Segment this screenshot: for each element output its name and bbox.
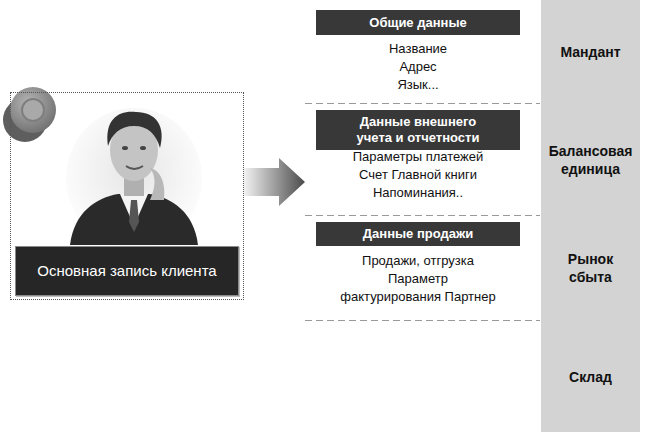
data-section: Общие данныеНазвание Адрес Язык... — [305, 0, 540, 103]
header-bar: Общие данные — [316, 10, 520, 35]
org-level-label: Мандант — [560, 43, 621, 61]
data-section: Данные продажиПродажи, отгрузка Параметр… — [305, 215, 540, 320]
photo-ground — [66, 108, 202, 248]
record-title: Основная запись клиента — [37, 262, 217, 280]
field-list: Продажи, отгрузка Параметр фактурировани… — [340, 252, 496, 306]
org-level-cell: Склад — [541, 321, 640, 432]
icon-center — [22, 99, 44, 121]
header-bar: Данные продажи — [316, 222, 520, 246]
field-list: Параметры платежей Счет Главной книги На… — [353, 148, 484, 202]
hair — [107, 112, 161, 148]
section-heading: Общие данные — [369, 15, 467, 31]
body-area: Название Адрес Язык... — [316, 40, 520, 94]
cell-area: Рынок сбыта — [541, 216, 640, 320]
dashed-line — [305, 215, 540, 216]
org-level-label: Склад — [569, 368, 612, 386]
icon-front-circle — [10, 87, 56, 133]
record-frame: Основная запись клиента — [10, 92, 244, 300]
eye — [140, 146, 146, 150]
block-arrow — [244, 158, 305, 206]
eye — [122, 146, 128, 150]
org-level-cell: Балансовая единица — [541, 104, 640, 215]
cell-area: Склад — [541, 321, 640, 432]
tie — [129, 200, 139, 232]
smile — [126, 166, 143, 169]
cell-area: Мандант — [541, 0, 640, 103]
body-area: Продажи, отгрузка Параметр фактурировани… — [316, 252, 520, 306]
section-heading: Данные продажи — [363, 226, 474, 242]
dashed-line — [305, 103, 540, 104]
customer-photo — [66, 108, 202, 248]
suit — [70, 194, 198, 245]
hand — [150, 168, 164, 200]
body-area: Параметры платежей Счет Главной книги На… — [316, 148, 520, 202]
header-bar: Данные внешнего учета и отчетности — [316, 110, 520, 150]
dashed-line — [305, 320, 540, 321]
column-ground — [541, 0, 640, 432]
data-section: Данные внешнего учета и отчетностиПараме… — [305, 103, 540, 215]
cell-area: Балансовая единица — [541, 104, 640, 215]
band-separators — [305, 104, 540, 321]
org-level-label: Рынок сбыта — [545, 250, 636, 286]
record-title-box: Основная запись клиента — [15, 246, 239, 296]
field-list: Название Адрес Язык... — [389, 40, 448, 94]
org-level-cell: Рынок сбыта — [541, 216, 640, 320]
section-heading: Данные внешнего учета и отчетности — [357, 114, 480, 146]
org-level-label: Балансовая единица — [549, 142, 633, 178]
org-level-cell: Мандант — [541, 0, 640, 103]
